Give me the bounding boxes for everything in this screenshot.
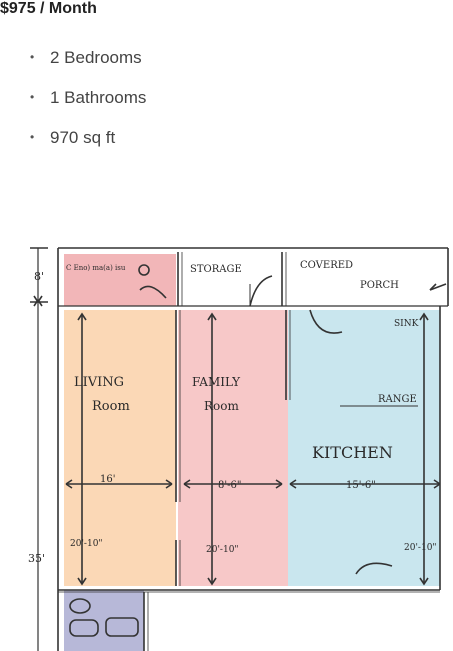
range-label: RANGE: [378, 394, 417, 405]
floor-plan-image: C Eno) ma(a) isu STORAGE COVERED PORCH L…: [28, 247, 449, 651]
dim-top-height: 8': [34, 270, 44, 283]
closet-label: C Eno) ma(a) isu: [66, 264, 126, 272]
listing-price: $975 / Month: [0, 0, 97, 17]
storage-label: STORAGE: [190, 264, 242, 275]
bullet-icon: •: [30, 90, 35, 104]
dim-family-width: 8'-6": [218, 480, 241, 491]
dim-family-depth: 20'-10": [206, 545, 239, 555]
closet-fill: [64, 254, 176, 306]
living-room-label-line2: Room: [92, 399, 130, 414]
sink-label: SINK: [394, 319, 419, 329]
porch-label-line2: PORCH: [360, 280, 399, 291]
dim-total-height: 35': [28, 552, 45, 565]
living-room-label-line1: LIVING: [74, 375, 124, 390]
kitchen-fill: [288, 310, 440, 586]
kitchen-label: KITCHEN: [312, 443, 393, 462]
family-room-label-line1: FAMILY: [192, 375, 241, 389]
family-room-fill: [178, 310, 288, 586]
dim-living-width: 16': [100, 474, 115, 485]
porch-label-line1: COVERED: [300, 260, 353, 271]
dim-living-depth: 20'-10": [70, 539, 103, 549]
features-list: •2 Bedrooms •1 Bathrooms •970 sq ft: [30, 46, 146, 166]
dim-kitchen-width: 15'-6": [346, 480, 376, 491]
feature-bedrooms: •2 Bedrooms: [30, 48, 142, 67]
bullet-icon: •: [30, 130, 35, 144]
bullet-icon: •: [30, 50, 35, 64]
dim-kitchen-depth: 20'-10": [404, 543, 437, 553]
family-room-label-line2: Room: [204, 399, 239, 413]
feature-bathrooms: •1 Bathrooms: [30, 88, 147, 107]
feature-area: •970 sq ft: [30, 128, 116, 147]
